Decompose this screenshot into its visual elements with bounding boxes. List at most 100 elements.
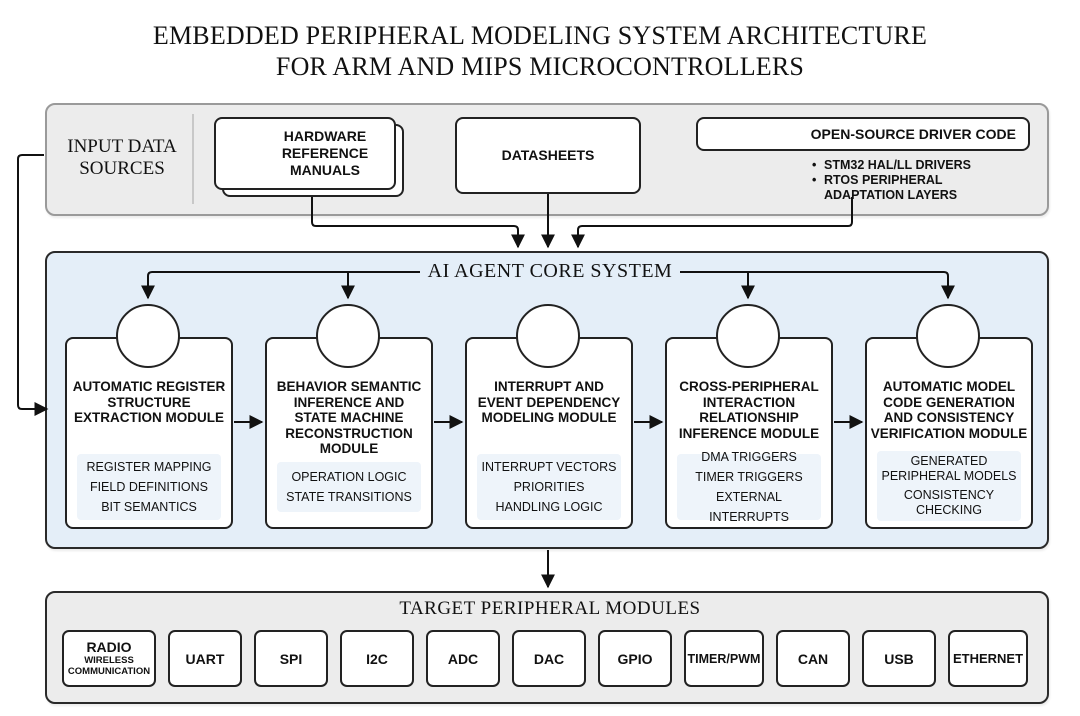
module-title: AUTOMATIC MODEL CODE GENERATION AND CONS… [867,379,1031,441]
module-title-line: RELATIONSHIP [699,410,799,425]
module-title-line: CROSS-PERIPHERAL [679,379,819,394]
module-title-line: MODELING MODULE [481,410,617,425]
module-detail-item: PERIPHERAL MODELS [881,469,1017,483]
module-title-line: AUTOMATIC MODEL [882,379,1016,394]
input-label-line-1: INPUT DATA [67,136,177,157]
module-detail-item: GENERATED [910,454,988,468]
arrow-core-to-module-1 [141,271,422,300]
module-4-icon-circle [716,304,780,368]
driver-list-item: RTOS PERIPHERAL [812,173,971,188]
target-radio-sub: WIRELESS [84,655,134,666]
target-can: CAN [776,630,850,687]
module-detail-item: DMA TRIGGERS [701,450,797,464]
module-details: REGISTER MAPPING FIELD DEFINITIONS BIT S… [77,454,221,520]
module-title: BEHAVIOR SEMANTIC INFERENCE AND STATE MA… [267,379,431,457]
manuals-line: MANUALS [289,162,360,178]
module-detail-item: REGISTER MAPPING [86,460,212,474]
target-usb: USB [862,630,936,687]
hardware-reference-manuals-box: HARDWARE REFERENCE MANUALS [214,117,396,190]
module-title-line: CODE GENERATION [883,394,1015,410]
module-detail-item: CONSISTENCY [903,488,995,502]
driver-code-label: OPEN-SOURCE DRIVER CODE [810,125,1016,142]
target-uart: UART [168,630,242,687]
module-2-icon-circle [316,304,380,368]
target-dac: DAC [512,630,586,687]
target-label: TIMER/PWM [687,651,761,666]
module-1-icon-circle [116,304,180,368]
module-title-line: INTERACTION [702,394,796,410]
module-details: OPERATION LOGIC STATE TRANSITIONS [277,462,421,512]
module-title-line: STRUCTURE [107,394,191,410]
arrow-core-to-module-5 [676,271,955,300]
target-label: DAC [533,650,565,667]
module-detail-item: INTERRUPT VECTORS [481,460,617,474]
manuals-line: HARDWARE [283,128,367,144]
module-detail-item: CHECKING [916,503,982,517]
module-detail-item: FIELD DEFINITIONS [89,480,209,494]
target-spi: SPI [254,630,328,687]
title-line-2: FOR ARM AND MIPS MICROCONTROLLERS [275,52,805,81]
driver-list-item-continuation: ADAPTATION LAYERS [824,188,958,202]
module-title-line: STATE MACHINE [294,410,404,425]
target-adc: ADC [426,630,500,687]
target-radio: RADIO WIRELESS COMMUNICATION [62,630,156,687]
module-3-icon-circle [516,304,580,368]
target-radio-label: RADIO [86,639,132,655]
target-label: ETHERNET [952,651,1024,666]
input-divider [192,114,194,204]
title-line-1: EMBEDDED PERIPHERAL MODELING SYSTEM ARCH… [152,21,928,50]
module-title-line: EXTRACTION MODULE [74,410,224,425]
target-label: I2C [366,650,388,667]
module-title-line: AUTOMATIC REGISTER [72,379,226,394]
module-title: AUTOMATIC REGISTER STRUCTURE EXTRACTION … [67,379,231,426]
module-register-extraction: AUTOMATIC REGISTER STRUCTURE EXTRACTION … [65,337,233,529]
arrow-input-to-first-module [17,154,49,416]
target-i2c: I2C [340,630,414,687]
module-title: CROSS-PERIPHERAL INTERACTION RELATIONSHI… [667,379,831,441]
target-label: USB [884,650,914,667]
datasheets-label: DATASHEETS [501,147,595,163]
module-details: GENERATED PERIPHERAL MODELS CONSISTENCY … [877,451,1021,521]
module-title-line: INTERRUPT AND [494,379,604,394]
core-title-text: AI AGENT CORE SYSTEM [419,260,681,282]
target-label: ADC [447,650,479,667]
target-label: CAN [797,650,829,667]
open-source-driver-code-box: OPEN-SOURCE DRIVER CODE [696,117,1030,151]
module-title-line: MODULE [319,441,379,456]
target-label: GPIO [617,650,653,667]
module-title-line: EVENT DEPENDENCY [477,394,621,410]
arrow-manuals-to-core [311,197,525,249]
module-title-line: BEHAVIOR SEMANTIC [276,379,422,394]
target-label: SPI [279,650,303,667]
module-detail-item: TIMER TRIGGERS [695,470,803,484]
module-cross-peripheral: CROSS-PERIPHERAL INTERACTION RELATIONSHI… [665,337,833,529]
module-detail-item: PRIORITIES [513,480,585,494]
module-detail-item: EXTERNAL INTERRUPTS [709,490,789,524]
target-ethernet: ETHERNET [948,630,1028,687]
module-detail-item: BIT SEMANTICS [101,500,197,514]
input-data-sources-label: INPUT DATA SOURCES [58,136,186,180]
target-radio-sub: COMMUNICATION [67,666,151,677]
module-5-icon-circle [916,304,980,368]
module-code-generation: AUTOMATIC MODEL CODE GENERATION AND CONS… [865,337,1033,529]
module-detail-item: HANDLING LOGIC [495,500,603,514]
input-label-line-2: SOURCES [79,158,165,179]
module-interrupt-event: INTERRUPT AND EVENT DEPENDENCY MODELING … [465,337,633,529]
module-title: INTERRUPT AND EVENT DEPENDENCY MODELING … [467,379,631,426]
module-title-line: INFERENCE MODULE [678,425,820,441]
arrow-drivers-to-core [571,197,853,249]
module-details: INTERRUPT VECTORS PRIORITIES HANDLING LO… [477,454,621,520]
driver-list-item: STM32 HAL/LL DRIVERS [812,158,971,173]
target-label: UART [185,650,225,667]
module-detail-item: OPERATION LOGIC [291,470,407,484]
module-details: DMA TRIGGERS TIMER TRIGGERS EXTERNAL INT… [677,450,821,524]
module-title-line: INFERENCE AND [293,394,405,410]
datasheets-box: DATASHEETS [455,117,641,194]
module-title-line: AND CONSISTENCY [883,410,1015,425]
module-title-line: VERIFICATION MODULE [870,425,1028,441]
module-detail-item: STATE TRANSITIONS [286,490,412,504]
target-modules-title: TARGET PERIPHERAL MODULES [399,598,701,619]
diagram-title: EMBEDDED PERIPHERAL MODELING SYSTEM ARCH… [0,20,1080,82]
target-gpio: GPIO [598,630,672,687]
